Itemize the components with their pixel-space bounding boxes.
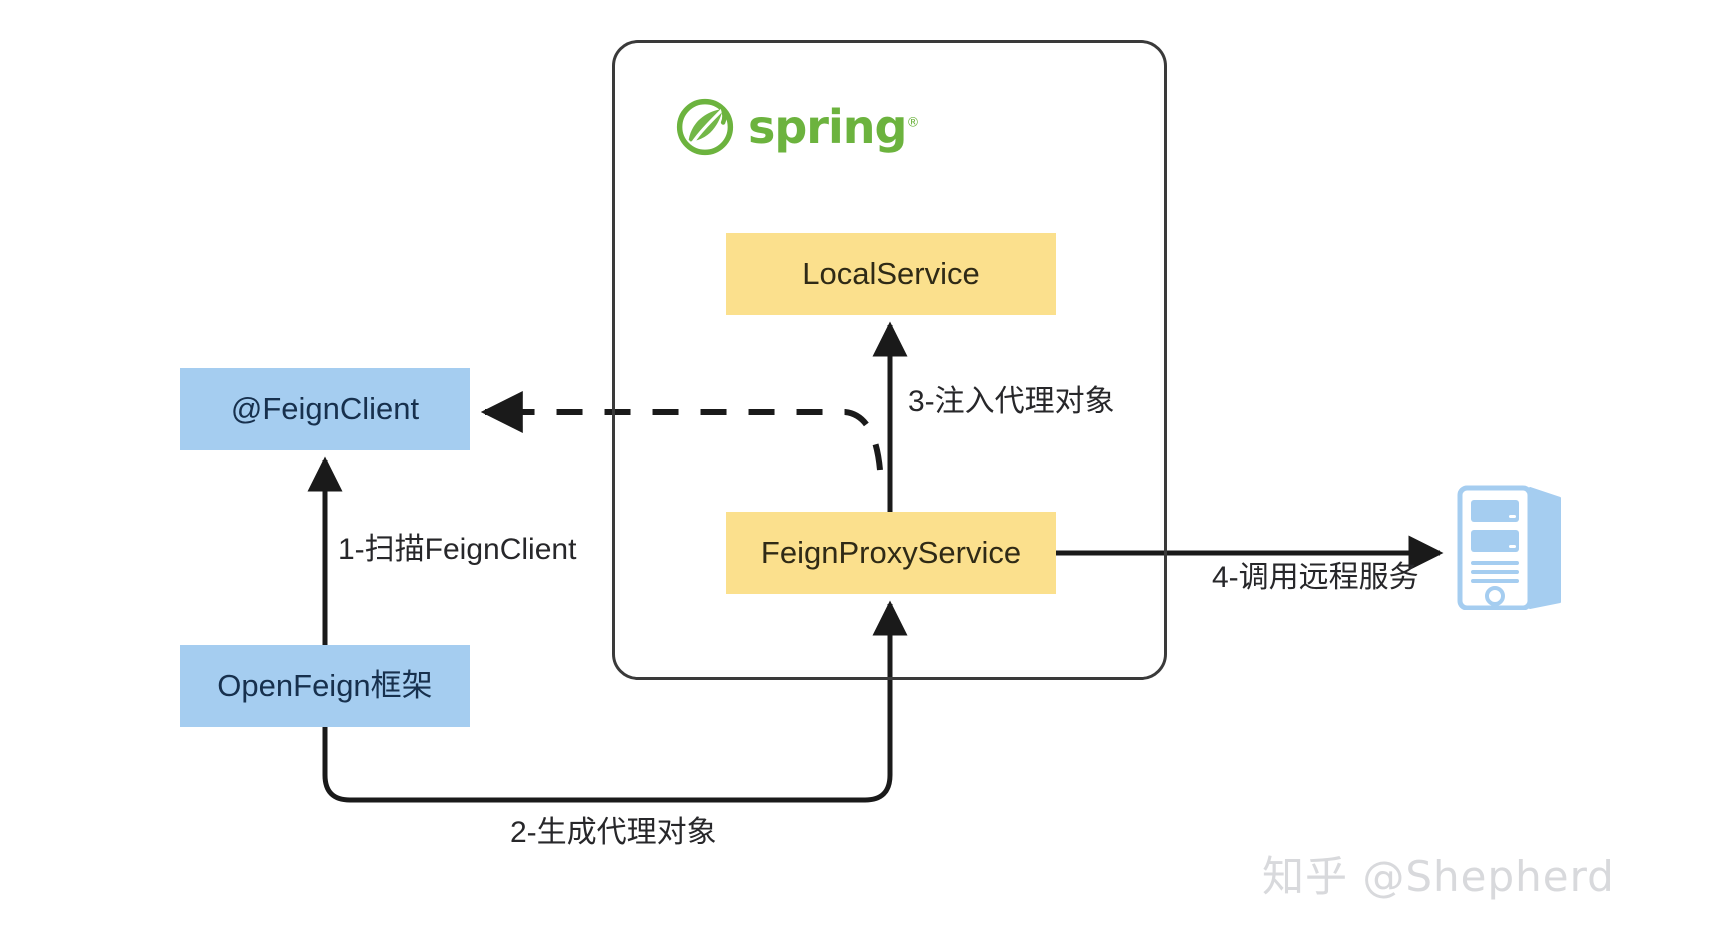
edge-implements-dashed bbox=[480, 391, 883, 471]
spring-trademark-mark: ® bbox=[906, 115, 919, 131]
node-local-service-label: LocalService bbox=[802, 256, 980, 292]
spring-wordmark-text: spring bbox=[748, 100, 907, 154]
edge-label-scan: 1-扫描FeignClient bbox=[338, 533, 577, 566]
spring-leaf-icon bbox=[676, 98, 734, 156]
node-local-service[interactable]: LocalService bbox=[726, 233, 1056, 315]
server-tower-icon bbox=[1457, 485, 1561, 610]
spring-logo: spring® bbox=[676, 98, 919, 156]
edge-label-inject: 3-注入代理对象 bbox=[908, 385, 1115, 418]
node-feign-proxy-service[interactable]: FeignProxyService bbox=[726, 512, 1056, 594]
node-openfeign-framework-label: OpenFeign框架 bbox=[217, 668, 433, 704]
edge-label-remote: 4-调用远程服务 bbox=[1212, 561, 1419, 594]
node-feign-client-label: @FeignClient bbox=[230, 391, 420, 427]
edge-label-create: 2-生成代理对象 bbox=[510, 816, 717, 849]
spring-wordmark: spring® bbox=[748, 104, 919, 150]
watermark: 知乎 @Shepherd bbox=[1262, 852, 1615, 901]
node-feign-proxy-service-label: FeignProxyService bbox=[760, 535, 1022, 571]
node-openfeign-framework[interactable]: OpenFeign框架 bbox=[180, 645, 470, 727]
node-feign-client[interactable]: @FeignClient bbox=[180, 368, 470, 450]
spring-container-box bbox=[612, 40, 1167, 680]
edge-create-proxy bbox=[322, 600, 908, 803]
